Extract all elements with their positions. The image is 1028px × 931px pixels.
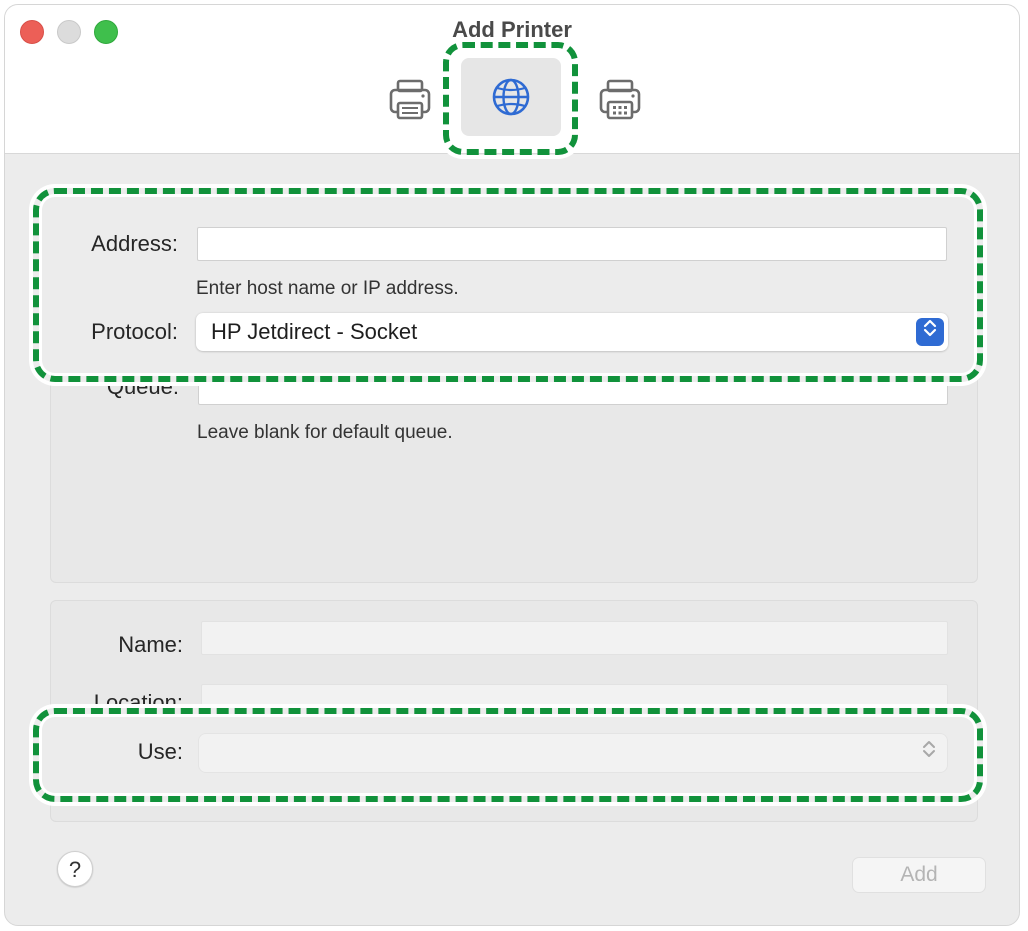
toolbar-default-button[interactable]: [363, 62, 457, 136]
minimize-window-button[interactable]: [57, 20, 81, 44]
use-popup[interactable]: [199, 734, 947, 772]
queue-input[interactable]: [198, 371, 948, 405]
windows-printer-icon: [597, 76, 643, 122]
close-window-button[interactable]: [20, 20, 44, 44]
address-input[interactable]: [197, 227, 947, 261]
address-label: Address:: [91, 231, 178, 256]
location-input[interactable]: [201, 684, 948, 718]
name-label: Name:: [118, 632, 183, 657]
chevron-up-down-icon: [922, 313, 938, 351]
use-stepper[interactable]: [915, 739, 943, 767]
protocol-value: HP Jetdirect - Socket: [211, 319, 418, 344]
queue-hint: Leave blank for default queue.: [197, 422, 453, 443]
add-printer-window: Add Printer: [4, 4, 1020, 926]
queue-label: Queue:: [106, 374, 179, 399]
name-input[interactable]: [201, 621, 948, 655]
zoom-window-button[interactable]: [94, 20, 118, 44]
protocol-stepper[interactable]: [916, 318, 944, 346]
use-label: Use:: [137, 739, 183, 764]
add-button[interactable]: Add: [852, 857, 986, 893]
help-button[interactable]: ?: [57, 851, 93, 887]
location-label: Location:: [93, 690, 183, 715]
window-title: Add Printer: [452, 17, 572, 42]
address-hint: Enter host name or IP address.: [196, 278, 459, 299]
toolbar-ip-button[interactable]: [461, 58, 561, 136]
globe-icon: [489, 75, 533, 119]
protocol-popup[interactable]: HP Jetdirect - Socket: [196, 313, 948, 351]
protocol-label: Protocol:: [91, 319, 178, 344]
chevron-up-down-icon: [921, 734, 937, 772]
toolbar-windows-button[interactable]: [573, 62, 667, 136]
printer-icon: [387, 76, 433, 122]
